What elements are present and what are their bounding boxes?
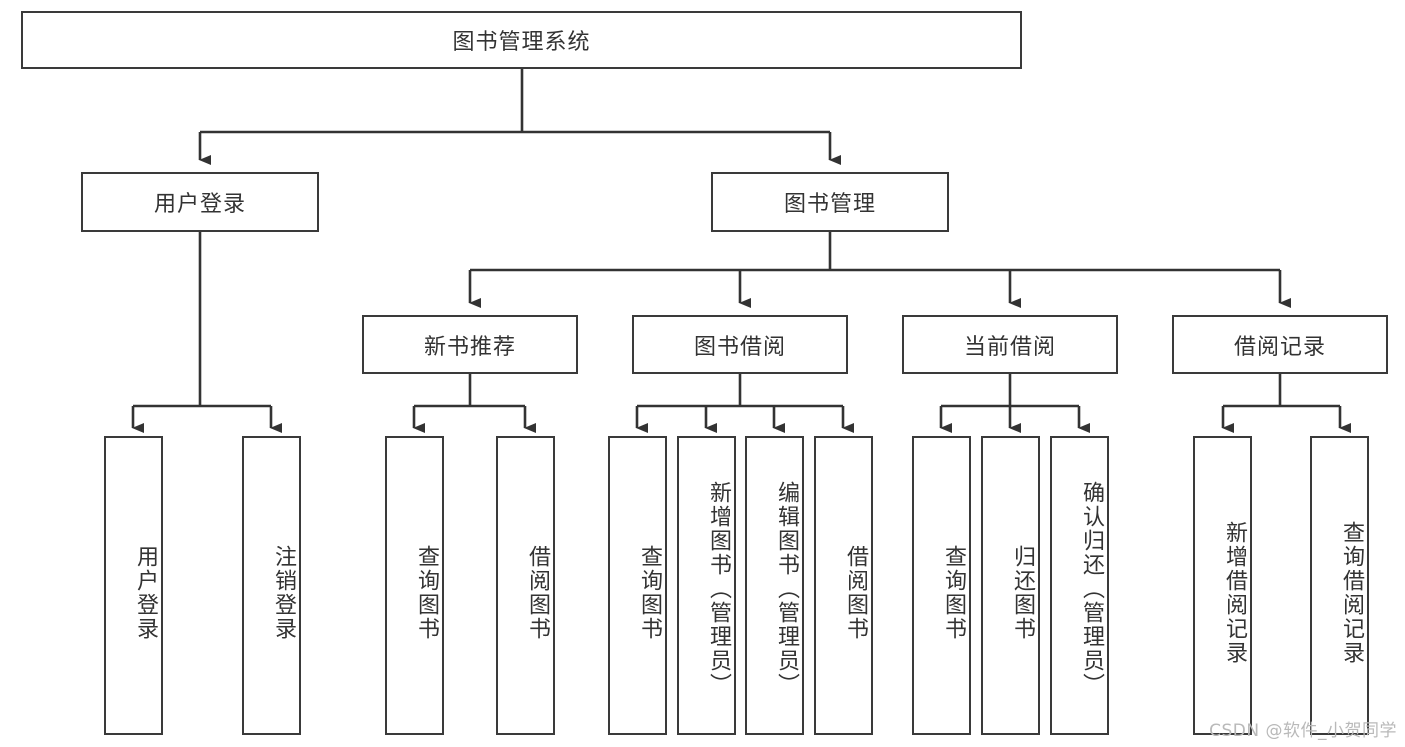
leaf-user-login-login[interactable]: 用户登录 — [104, 436, 163, 735]
leaf-book-borrow-add-book-admin[interactable]: 新增图书（管理员） — [677, 436, 736, 735]
node-new-book-recommend[interactable]: 新书推荐 — [362, 315, 578, 374]
leaf-borrow-record-query-record[interactable]: 查询借阅记录 — [1310, 436, 1369, 735]
leaf-borrow-record-add-record[interactable]: 新增借阅记录 — [1193, 436, 1252, 735]
leaf-current-borrow-confirm-return-admin[interactable]: 确认归还（管理员） — [1050, 436, 1109, 735]
leaf-current-borrow-query-book[interactable]: 查询图书 — [912, 436, 971, 735]
leaf-book-borrow-edit-book-admin[interactable]: 编辑图书（管理员） — [745, 436, 804, 735]
node-user-login[interactable]: 用户登录 — [81, 172, 319, 232]
leaf-book-borrow-borrow-book[interactable]: 借阅图书 — [814, 436, 873, 735]
csdn-watermark: CSDN @软件_小贺同学 — [1209, 721, 1397, 741]
node-book-borrow[interactable]: 图书借阅 — [632, 315, 848, 374]
leaf-current-borrow-return-book[interactable]: 归还图书 — [981, 436, 1040, 735]
node-current-borrow[interactable]: 当前借阅 — [902, 315, 1118, 374]
node-root-book-management-system[interactable]: 图书管理系统 — [21, 11, 1022, 69]
leaf-user-login-logout[interactable]: 注销登录 — [242, 436, 301, 735]
leaf-book-borrow-query-book[interactable]: 查询图书 — [608, 436, 667, 735]
node-borrow-record[interactable]: 借阅记录 — [1172, 315, 1388, 374]
leaf-new-book-borrow-book[interactable]: 借阅图书 — [496, 436, 555, 735]
leaf-new-book-query-book[interactable]: 查询图书 — [385, 436, 444, 735]
node-book-management[interactable]: 图书管理 — [711, 172, 949, 232]
